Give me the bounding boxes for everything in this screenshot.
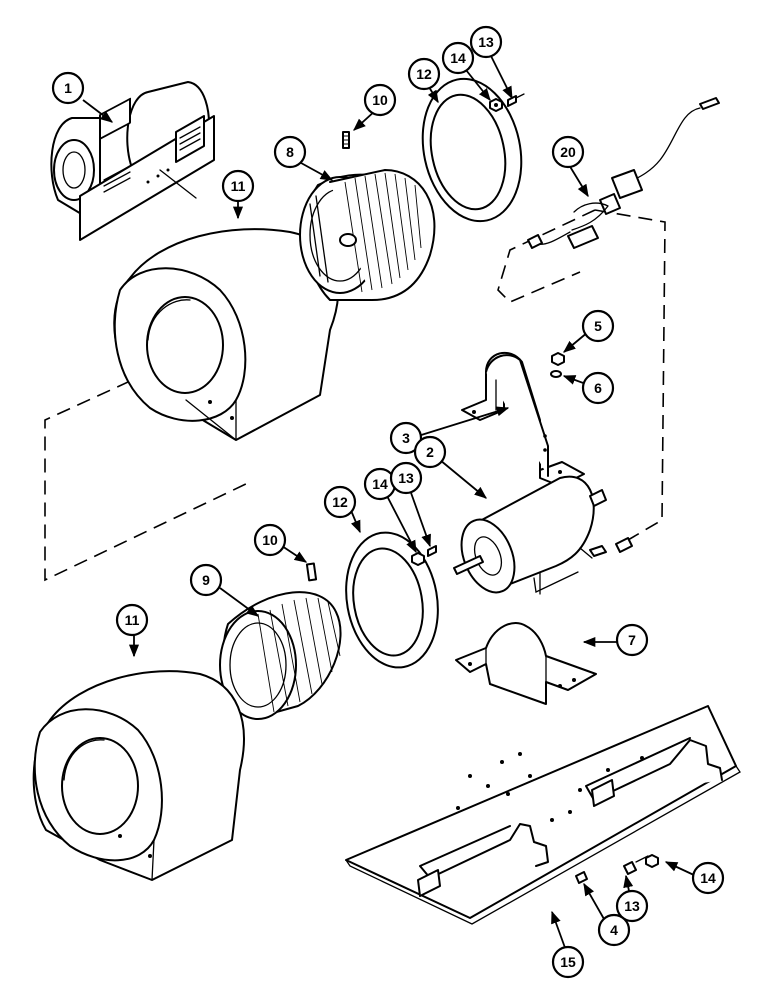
callout-11-upper: 11 [221,169,255,203]
callout-11-lower: 11 [115,603,149,637]
callout-10-lower: 10 [253,523,287,557]
callout-14-base: 14 [691,861,725,895]
svg-text:12: 12 [332,494,348,510]
hardware-lower-motor [411,545,437,566]
callout-12-lower: 12 [323,485,357,519]
callout-2: 2 [413,435,447,469]
motor-saddle [455,621,597,705]
svg-text:4: 4 [610,922,618,938]
svg-text:10: 10 [262,532,278,548]
blower-wheel-upper [299,169,436,301]
svg-text:15: 15 [560,954,576,970]
svg-text:20: 20 [560,144,576,160]
blower-motor [453,475,633,595]
callout-12-upper: 12 [407,57,441,91]
motor-mount-bracket [461,352,585,487]
callout-10-upper: 10 [363,83,397,117]
wiring-dashed-lines [44,209,666,582]
callout-5: 5 [581,309,615,343]
callout-3: 3 [389,421,423,455]
svg-text:13: 13 [624,898,640,914]
inlet-ring-upper [421,77,523,223]
callout-balloons: 1 10 12 14 13 20 8 11 5 6 3 2 12 14 13 1… [51,25,725,979]
blower-assembly-part [50,81,215,241]
svg-text:2: 2 [426,444,434,460]
svg-text:13: 13 [398,470,414,486]
callout-13-base: 13 [615,889,649,923]
svg-text:12: 12 [416,66,432,82]
svg-text:13: 13 [478,34,494,50]
svg-text:8: 8 [286,144,294,160]
callout-13-upper: 13 [469,25,503,59]
setscrew-lower [305,562,318,582]
callout-7: 7 [615,623,649,657]
base-plate [345,705,741,925]
switch-harness [527,97,720,249]
hardware-upper [489,93,525,112]
callout-15: 15 [551,945,585,979]
blower-housing-upper [113,228,340,441]
callout-9: 9 [189,563,223,597]
svg-text:6: 6 [594,380,602,396]
blower-wheel-lower [219,591,342,720]
svg-text:3: 3 [402,430,410,446]
callout-14-lower: 14 [363,467,397,501]
callout-1: 1 [51,71,85,105]
svg-text:7: 7 [628,632,636,648]
inlet-ring-lower [345,531,439,669]
callout-4: 4 [597,913,631,947]
callout-20: 20 [551,135,585,169]
svg-text:1: 1 [64,80,72,96]
setscrew-upper [342,131,350,149]
svg-text:5: 5 [594,318,602,334]
callout-8: 8 [273,135,307,169]
svg-text:10: 10 [372,92,388,108]
hardware-base [575,854,659,884]
svg-text:14: 14 [700,870,716,886]
svg-text:14: 14 [450,50,466,66]
svg-text:14: 14 [372,476,388,492]
hardware-nut-washer [550,352,565,378]
callout-13-lower: 13 [389,461,423,495]
svg-text:11: 11 [231,178,246,194]
svg-text:9: 9 [202,572,210,588]
callout-6: 6 [581,371,615,405]
svg-text:11: 11 [125,612,140,628]
blower-housing-lower [32,670,245,881]
callout-14-upper: 14 [441,41,475,75]
